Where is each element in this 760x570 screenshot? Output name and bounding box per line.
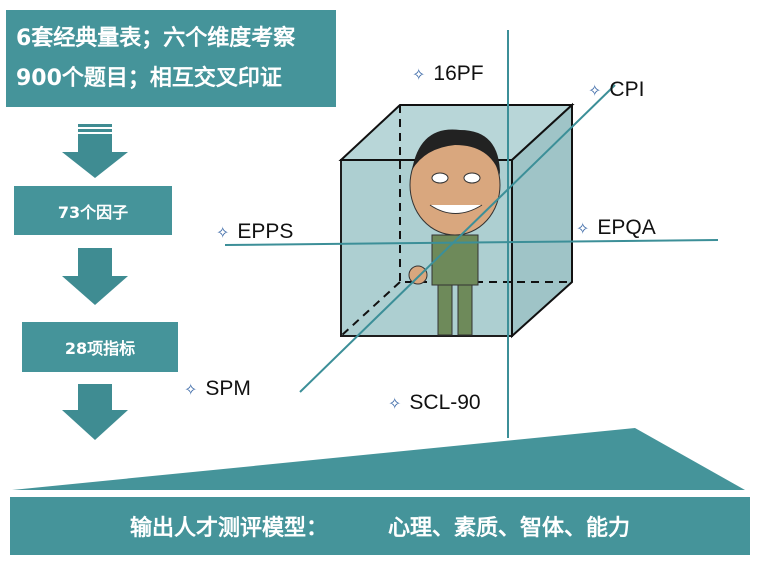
star-icon: ✧: [588, 83, 602, 100]
output-label: 输出人才测评模型：: [129, 516, 328, 541]
top-box-line1: 6套经典量表；六个维度考察: [16, 25, 296, 51]
down-arrow-icon: [62, 124, 128, 178]
cartoon-person: [408, 129, 501, 336]
down-arrow-icon: [62, 384, 128, 440]
down-arrow-icon: [62, 248, 128, 305]
axis-label-scl90: ✧ SCL-90: [388, 391, 481, 415]
source-scales-box: 6套经典量表；六个维度考察 900个题目；相互交叉印证: [6, 10, 336, 107]
label-text: 16PF: [433, 62, 484, 85]
axis-label-16pf: ✧ 16PF: [412, 62, 484, 86]
platform-triangle: [12, 428, 745, 490]
indicators-box: 28项指标: [22, 322, 178, 372]
label-text: CPI: [609, 78, 645, 101]
star-icon: ✧: [388, 396, 402, 413]
axes: [224, 30, 719, 438]
factors-box: 73个因子: [14, 186, 172, 235]
label-text: EPQA: [597, 216, 656, 239]
axis-label-spm: ✧ SPM: [184, 377, 251, 401]
output-value: 心理、素质、智体、能力: [388, 516, 631, 541]
axis-label-epps: ✧ EPPS: [216, 220, 293, 244]
output-box: 输出人才测评模型： 心理、素质、智体、能力: [10, 497, 750, 555]
star-icon: ✧: [576, 221, 590, 238]
star-icon: ✧: [412, 67, 426, 84]
top-box-line2: 900个题目；相互交叉印证: [16, 65, 282, 91]
label-text: EPPS: [237, 220, 294, 243]
axis-label-cpi: ✧ CPI: [588, 78, 644, 102]
star-icon: ✧: [184, 382, 198, 399]
star-icon: ✧: [216, 225, 230, 242]
label-text: SCL-90: [409, 391, 481, 414]
axis-label-epqa: ✧ EPQA: [576, 216, 656, 240]
label-text: SPM: [205, 377, 251, 400]
